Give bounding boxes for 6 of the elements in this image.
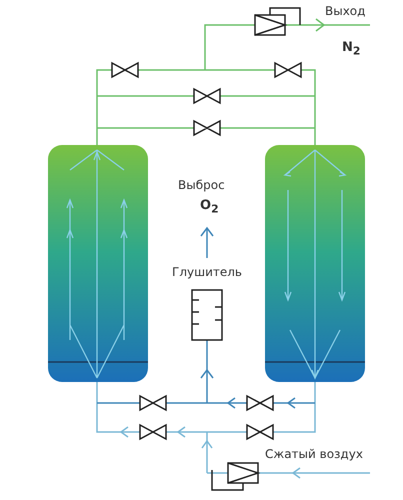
gas-formula: N$_{2}$ [342,40,360,58]
inlet-label: Сжатый воздух [265,447,363,461]
gas-formula: O$_{2}$ [200,198,219,216]
outlet-label: Выход [325,4,366,18]
silencer-label: Глушитель [172,265,242,279]
exhaust-label: Выброс [178,178,225,192]
